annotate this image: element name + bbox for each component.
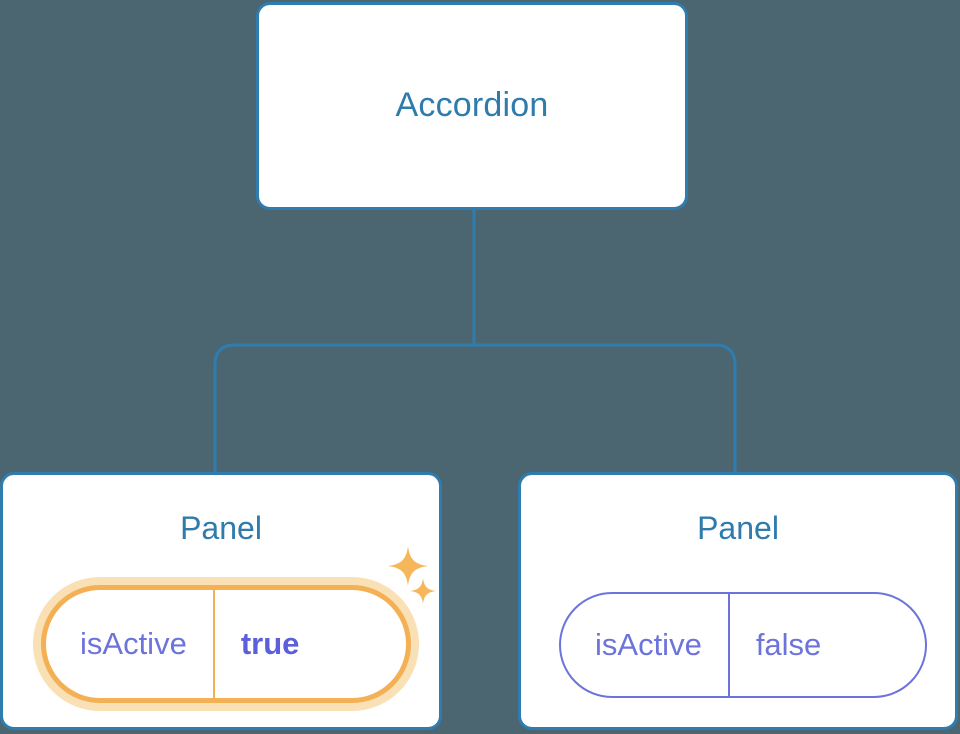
prop-key-label: isActive: [80, 626, 187, 661]
node-panel-left[interactable]: Panel isActive true: [0, 472, 442, 730]
connector-to-right-panel: [474, 343, 737, 472]
node-accordion[interactable]: Accordion: [256, 2, 688, 210]
node-accordion-title: Accordion: [395, 86, 549, 125]
sparkle-large-icon: [388, 546, 428, 586]
connector-to-left-panel: [213, 343, 474, 472]
prop-value-label: true: [212, 590, 334, 698]
prop-key-label: isActive: [595, 627, 702, 662]
node-panel-left-title: Panel: [180, 510, 262, 546]
prop-pill-isactive-true[interactable]: isActive true: [41, 585, 411, 703]
node-panel-right[interactable]: Panel isActive false: [518, 472, 958, 730]
prop-pill-isactive-false[interactable]: isActive false: [559, 592, 927, 698]
node-panel-right-title: Panel: [697, 510, 779, 546]
sparkle-small-icon: [410, 578, 436, 604]
prop-value-label: false: [727, 594, 855, 696]
